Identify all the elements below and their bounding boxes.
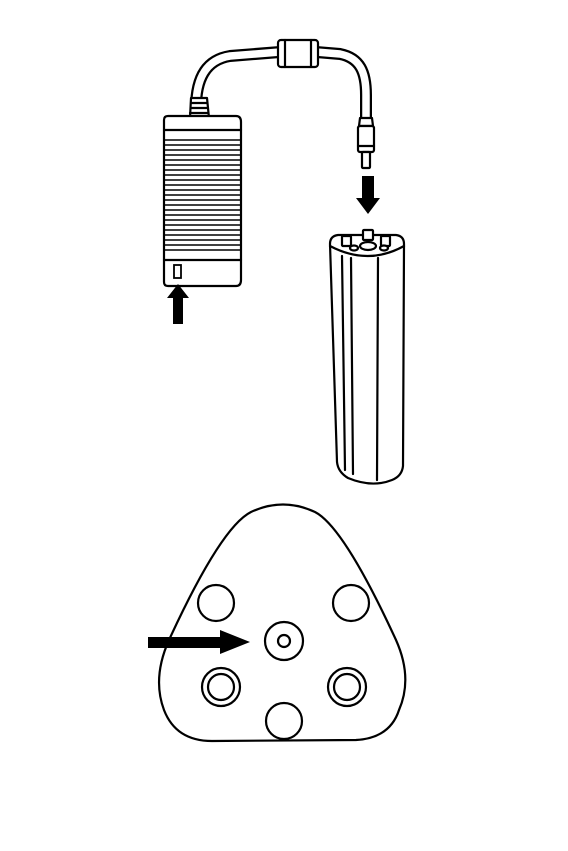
power-adapter <box>164 116 241 286</box>
arrow-into-adapter <box>167 284 189 324</box>
ferrite-choke <box>278 40 318 67</box>
battery-top-terminals <box>342 230 390 251</box>
dc-charging-socket <box>265 622 303 660</box>
terminal-bottom-center <box>266 703 302 739</box>
battery-top-connector-view <box>159 505 405 742</box>
terminal-bottom-left <box>202 668 240 706</box>
adapter-power-inlet <box>174 265 181 278</box>
dc-plug <box>358 118 374 168</box>
terminal-bottom-right <box>328 668 366 706</box>
arrow-plug-into-battery <box>356 176 380 214</box>
terminal-top-left <box>198 585 234 621</box>
battery-pack <box>330 230 404 484</box>
terminal-top-right <box>333 585 369 621</box>
